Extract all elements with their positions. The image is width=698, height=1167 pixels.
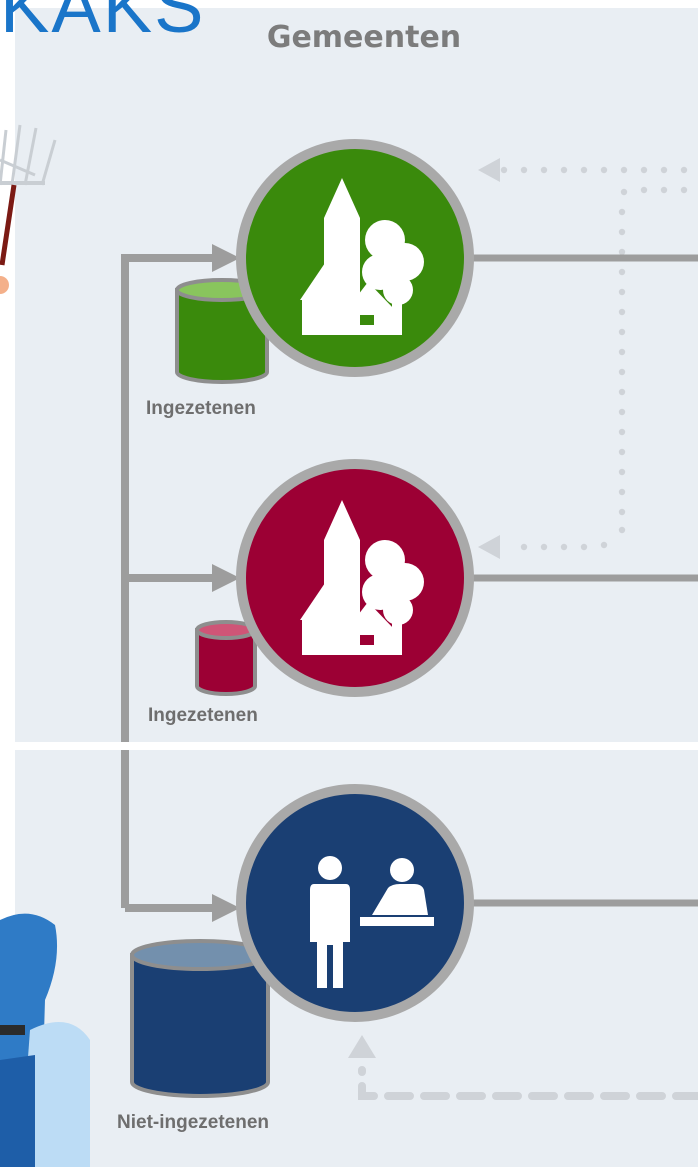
dotted-arrowhead-middle <box>478 535 500 559</box>
church-house-tree-icon <box>300 500 424 655</box>
pitchfork-icon <box>0 124 57 294</box>
dashed-connector <box>358 1066 698 1100</box>
dotted-arrowhead-top <box>478 158 500 182</box>
municipality-node-red <box>236 459 474 697</box>
municipality-node-green <box>236 139 474 377</box>
store-cylinder-blue <box>130 939 270 1098</box>
armchair-icon <box>0 913 90 1167</box>
outgoing-connector <box>470 254 698 907</box>
solid-connector <box>121 254 215 912</box>
church-house-tree-icon <box>300 178 424 335</box>
service-desk-node <box>236 784 474 1022</box>
page-title: Gemeenten <box>266 20 462 55</box>
store-label-red: Ingezetenen <box>148 705 258 726</box>
panel-divider <box>15 742 698 750</box>
dotted-connector <box>500 166 688 551</box>
store-label-green: Ingezetenen <box>146 398 256 419</box>
arrowhead-blue <box>212 894 240 922</box>
arrowhead-green <box>212 244 240 272</box>
logo-text: KAKS <box>0 0 206 48</box>
store-cylinder-red <box>195 620 257 696</box>
dashed-arrowhead <box>348 1035 376 1058</box>
arrowhead-red <box>212 564 240 592</box>
store-label-blue: Niet-ingezetenen <box>117 1112 270 1133</box>
desk-service-icon <box>310 856 434 988</box>
